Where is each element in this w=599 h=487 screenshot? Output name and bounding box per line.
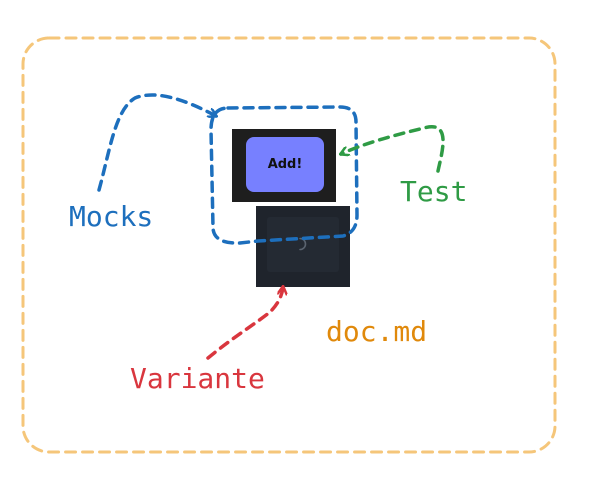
spinner-icon	[299, 237, 307, 251]
variante-label: Variante	[130, 362, 265, 395]
test-label: Test	[400, 175, 468, 208]
loading-variant-inner	[267, 217, 339, 272]
test-arrow	[341, 125, 445, 173]
add-button[interactable]: Add!	[246, 137, 324, 192]
outer-frame	[21, 36, 557, 454]
mocks-label: Mocks	[69, 200, 154, 233]
doc-label: doc.md	[326, 315, 428, 348]
mocks-arrow	[97, 93, 216, 192]
variante-arrow	[206, 287, 283, 360]
component-selection-outline	[209, 105, 359, 245]
